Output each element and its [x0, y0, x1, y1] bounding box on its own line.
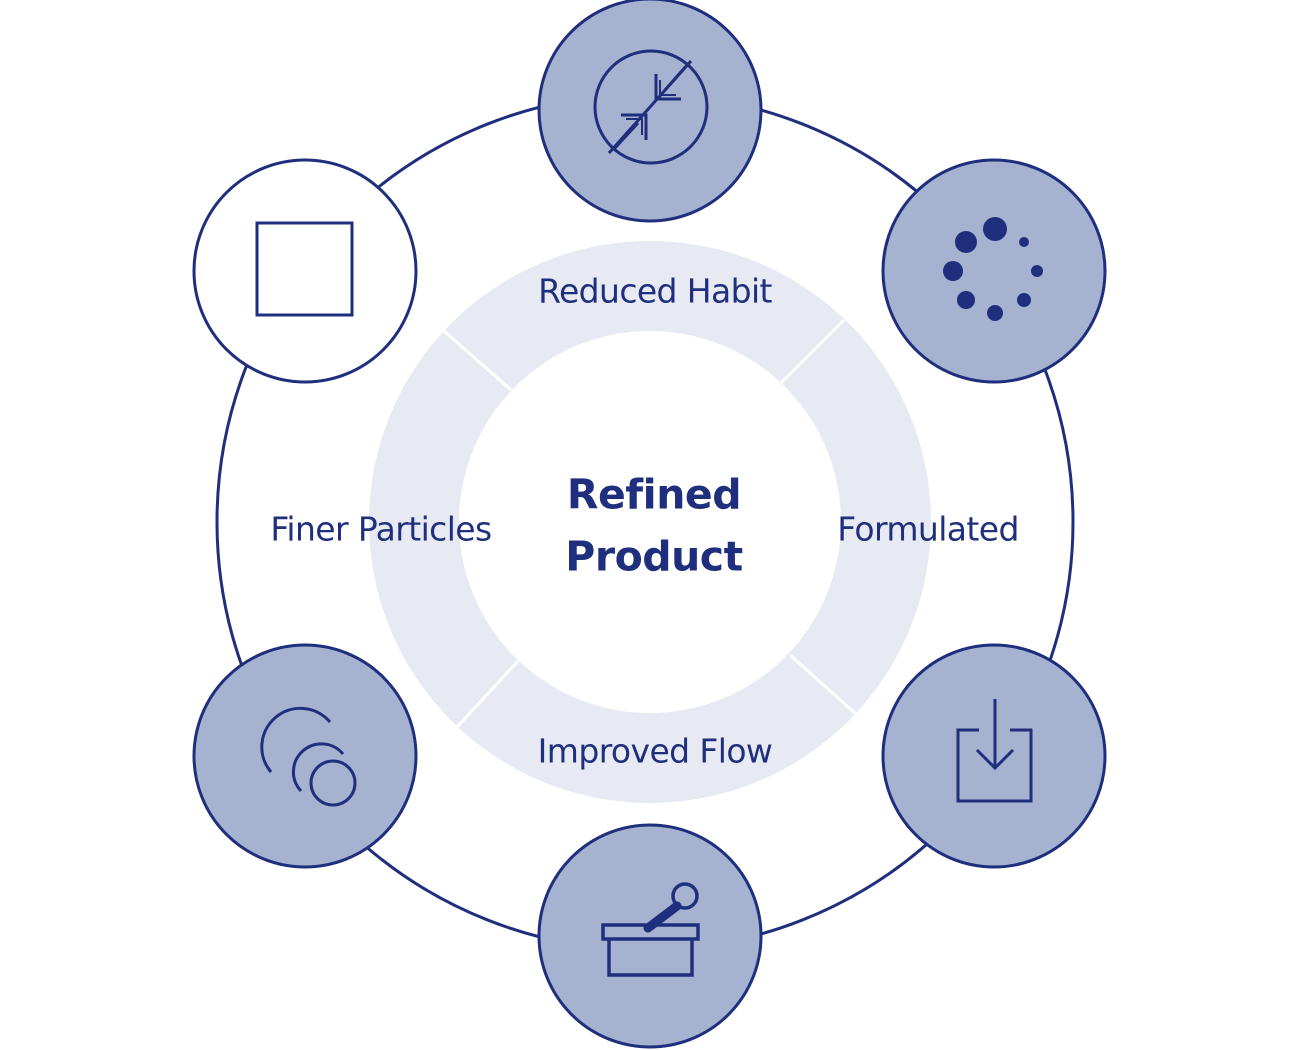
dispersed-dots-icon — [943, 217, 1043, 321]
band-separators — [443, 318, 857, 729]
node-dispersed — [881, 158, 1107, 384]
inner-band-ring — [369, 241, 931, 803]
ring-label-right: Formulated — [837, 509, 1019, 549]
square-crystal-icon — [255, 221, 354, 317]
ring-label-left: Finer Particles — [270, 509, 492, 549]
node-raw-crystal — [192, 158, 418, 384]
node-finer-particles — [192, 643, 418, 869]
download-tray-icon — [956, 699, 1033, 803]
overlapping-circles-icon — [260, 706, 357, 807]
mortar-pestle-icon — [601, 882, 700, 977]
center-title-line1: Refined — [566, 470, 742, 519]
compress-arrows-icon — [593, 49, 709, 165]
node-formulated — [881, 643, 1107, 869]
ring-label-bottom: Improved Flow — [537, 731, 773, 771]
node-reduced-habit — [537, 0, 763, 223]
ring-label-top: Reduced Habit — [538, 271, 772, 311]
center-title-line2: Product — [565, 532, 743, 580]
center-title: Refined Product — [565, 465, 743, 588]
node-improved-flow — [537, 823, 763, 1049]
